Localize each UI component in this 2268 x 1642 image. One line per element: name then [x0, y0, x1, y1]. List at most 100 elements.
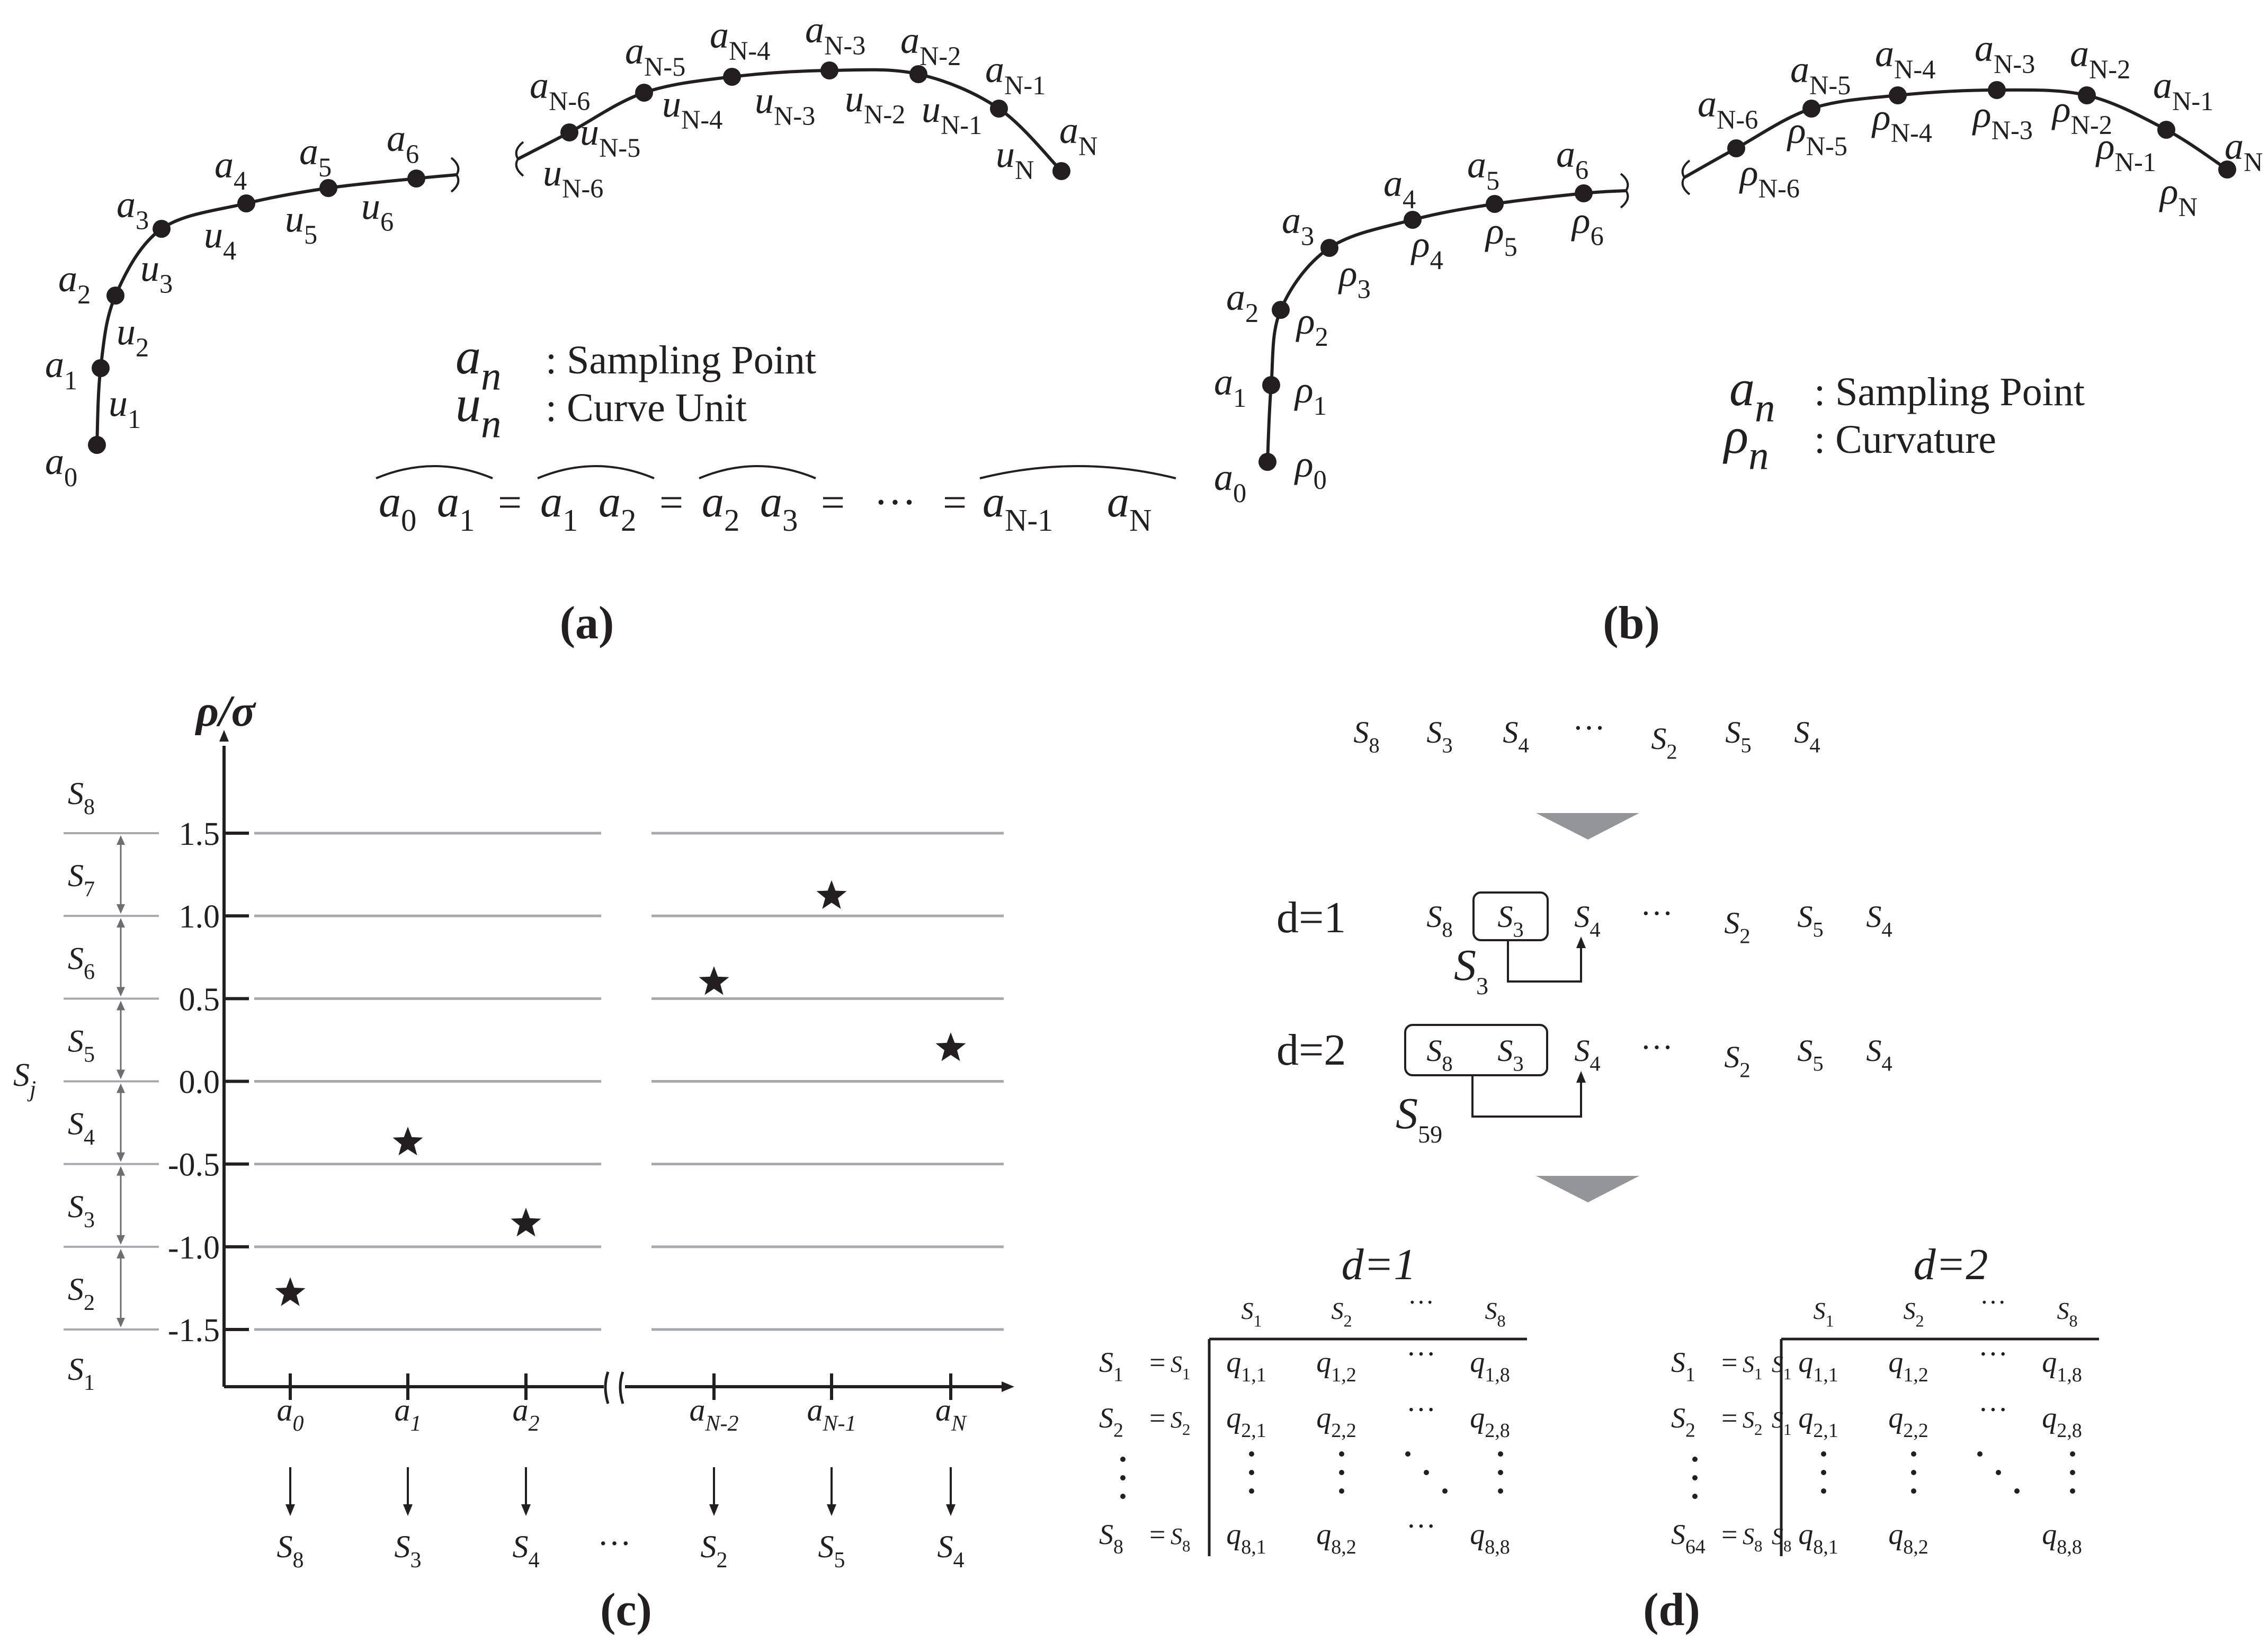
band-arrowhead [117, 1069, 125, 1079]
symbol-label: S5 [818, 1529, 845, 1573]
sequence-symbol: S5 [1797, 1033, 1823, 1076]
point-label: aN-6 [1698, 83, 1758, 135]
sequence-symbol: S8 [1426, 1033, 1452, 1076]
sequence-symbol: S8 [1353, 715, 1379, 757]
y-tick-label: 1.0 [179, 899, 220, 935]
row-header-rhs: S2 [1743, 1407, 1762, 1439]
right-curve [1683, 88, 2228, 179]
row-equals: = [1149, 1402, 1165, 1434]
sampling-point-a3 [1320, 239, 1338, 257]
vertical-ellipsis-dot [1498, 1451, 1503, 1457]
matrix-cell: q2,8 [2042, 1402, 2082, 1442]
point-label: a5 [299, 130, 332, 182]
curvature-label: ρN-2 [2051, 88, 2112, 140]
sampling-point-r3 [820, 61, 838, 79]
matrix-title: d=2 [1914, 1240, 1988, 1289]
ellipsis: ··· [1640, 1030, 1673, 1066]
y-tick-label: -0.5 [168, 1147, 220, 1183]
diagonal-ellipsis-dot [1405, 1451, 1410, 1457]
vertical-ellipsis-dot [2070, 1451, 2075, 1457]
sampling-point-r3 [1988, 81, 2006, 99]
sampling-point-r4 [909, 65, 927, 83]
vertical-ellipsis-dot [1249, 1451, 1254, 1457]
break-mark-right [1681, 159, 1691, 195]
point-label: a6 [387, 117, 419, 169]
row-header: S2 [1671, 1402, 1695, 1441]
curvature-label: ρ4 [1410, 223, 1443, 275]
sequence-symbol: S2 [1651, 721, 1677, 764]
combined-symbol: S59 [1396, 1089, 1442, 1148]
sequence-symbol: S5 [1797, 899, 1823, 942]
unit-label: uN-3 [755, 79, 815, 131]
sequence-symbol: S4 [1866, 1033, 1892, 1076]
point-label: aN-6 [530, 64, 590, 116]
mapping-arrowhead [403, 1504, 413, 1516]
row-equals: = [1721, 1402, 1737, 1434]
d-label: d=2 [1276, 1025, 1346, 1075]
vertical-ellipsis-dot [2070, 1470, 2075, 1475]
sampling-point-r1 [635, 84, 653, 102]
cell-ellipsis: ··· [1406, 1338, 1436, 1371]
point-label: a3 [1282, 199, 1314, 251]
matrix-cell: q8,8 [2042, 1518, 2082, 1558]
row-equals: = [1149, 1346, 1165, 1378]
matrix-cell: q8,1 [1226, 1518, 1266, 1558]
sampling-point-a6 [1575, 184, 1593, 202]
sampling-point-a2 [1272, 301, 1290, 319]
equals-sign: = [821, 479, 845, 526]
mapping-arrowhead [285, 1504, 295, 1516]
sequence-symbol: S8 [1426, 899, 1452, 942]
cell-ellipsis: ··· [1406, 1510, 1436, 1543]
legend-text: : Curve Unit [546, 386, 747, 430]
legend-text: : Sampling Point [1814, 370, 2085, 414]
vertical-ellipsis-dot [1821, 1488, 1826, 1494]
col-ellipsis: ··· [1408, 1287, 1434, 1317]
sequence-symbol: S4 [1503, 715, 1529, 757]
eq-term: aN-1 [983, 477, 1053, 538]
sequence-symbol: S5 [1725, 715, 1751, 757]
x-axis-arrowhead [1002, 1381, 1014, 1392]
row-header-rhs: S1 [1772, 1351, 1791, 1383]
vertical-ellipsis-dot [1120, 1475, 1126, 1480]
sampling-point-r6 [1052, 162, 1070, 180]
x-tick-label: a2 [513, 1393, 540, 1436]
band-arrowhead [117, 1152, 125, 1162]
mapping-arrowhead [827, 1504, 836, 1516]
combine-box [1404, 1024, 1548, 1076]
cell-ellipsis: ··· [1978, 1394, 2008, 1426]
point-label: aN-1 [2153, 64, 2213, 116]
sampling-point-r5 [990, 100, 1008, 118]
unit-label: uN-2 [845, 77, 905, 129]
band-arrowhead [117, 1001, 125, 1011]
vertical-ellipsis-dot [1911, 1470, 1916, 1475]
sampling-point-a4 [237, 194, 255, 212]
sequence-symbol: S4 [1866, 899, 1892, 942]
y-tick-label: 1.5 [179, 816, 220, 852]
connector-arrowhead [1576, 1071, 1586, 1083]
band-arrowhead [117, 1083, 125, 1093]
panel-d-label: (d) [1643, 1584, 1700, 1636]
eq-term: aN [1107, 477, 1151, 538]
data-star-2 [511, 1208, 541, 1237]
sampling-point-r2 [723, 68, 741, 86]
sequence-symbol: S3 [1497, 899, 1523, 942]
sampling-point-a0 [88, 436, 106, 454]
sampling-point-a3 [153, 220, 171, 238]
point-label: a2 [58, 257, 91, 309]
data-star-1 [392, 1127, 423, 1156]
curvature-label: ρ5 [1485, 210, 1517, 262]
row-equals: = [1149, 1519, 1165, 1550]
vertical-ellipsis-dot [1249, 1470, 1254, 1475]
symbol-label: S3 [395, 1529, 422, 1573]
vertical-ellipsis-dot [1821, 1451, 1826, 1457]
row-header: S64 [1671, 1519, 1706, 1558]
point-label: a4 [215, 144, 247, 195]
right-curve [517, 68, 1063, 173]
col-header: S2 [1903, 1297, 1924, 1331]
row-header: S1 [1671, 1346, 1695, 1386]
matrix-cell: q8,8 [1470, 1518, 1510, 1558]
sequence-symbol: S3 [1426, 715, 1452, 757]
matrix-cell: q8,1 [1798, 1518, 1838, 1558]
